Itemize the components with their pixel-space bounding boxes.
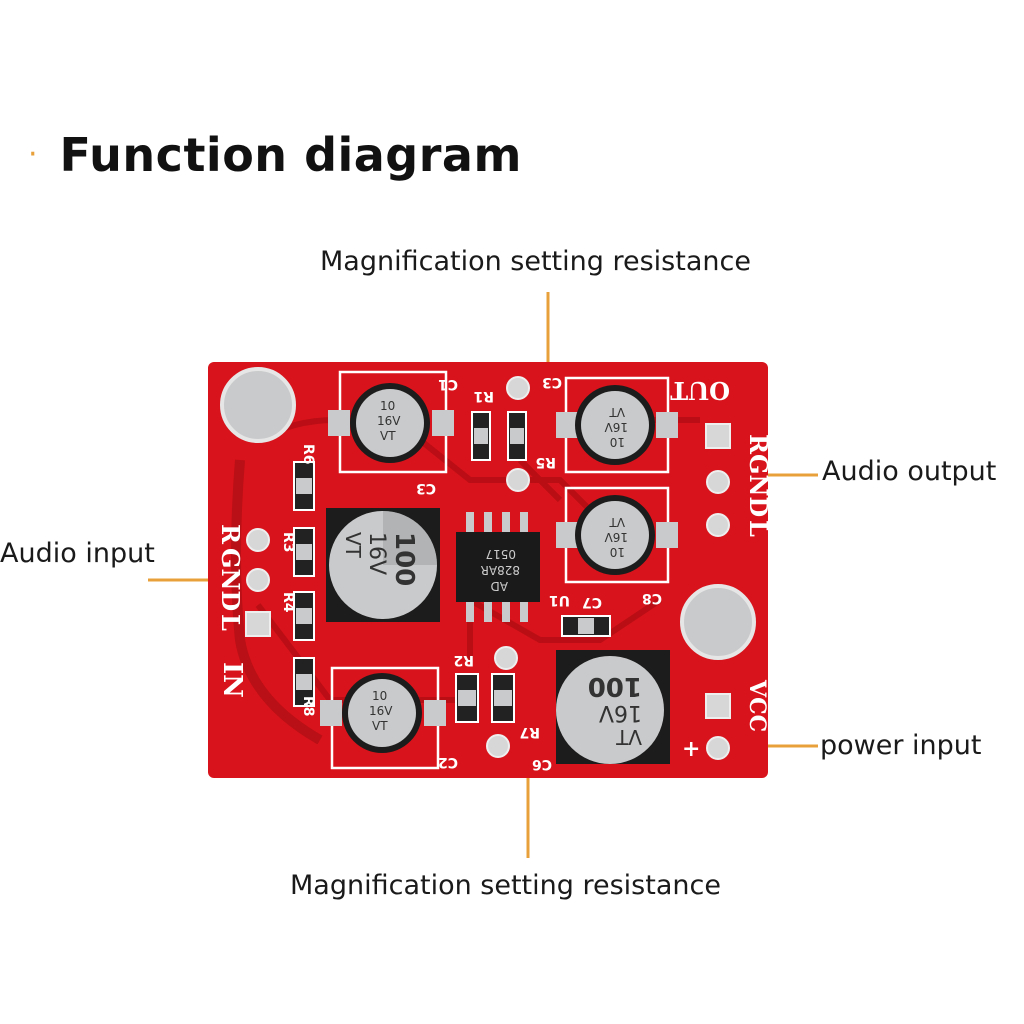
c5-series: VT [615, 725, 642, 749]
ref-r7: R7 [519, 724, 540, 740]
c8-value: 10 [610, 545, 625, 559]
label-in: IN [217, 662, 247, 698]
ic-line1: AD [491, 579, 508, 593]
label-out-l: L [744, 520, 773, 537]
capacitor-c8: 10 16V VT [556, 495, 678, 575]
smd-resistors [293, 411, 611, 723]
mounting-hole-right [680, 584, 756, 660]
ref-r4: R4 [280, 592, 296, 613]
label-in-gnd: GND [216, 548, 245, 611]
c5-value: 100 [588, 671, 642, 701]
ref-r8: R8 [300, 696, 316, 717]
label-plus: + [682, 736, 700, 762]
capacitor-c1: 10 16V VT [328, 383, 454, 463]
c3-voltage: 16V [604, 420, 628, 434]
c4-value: 100 [389, 532, 419, 586]
ref-r6: R6 [300, 444, 316, 465]
label-vcc: VCC [744, 679, 770, 732]
c4-voltage: 16V [364, 532, 389, 575]
c1-series: VT [380, 429, 396, 443]
ic-u1: AD 828AR 0517 [456, 512, 540, 622]
ic-line2: 828AR [481, 563, 520, 577]
ref-r3: R3 [280, 532, 296, 553]
mounting-hole-top-left [220, 367, 296, 443]
label-out: OUT [670, 376, 730, 405]
heading-bullet: · [28, 137, 38, 172]
c4-series: VT [341, 532, 365, 559]
c5-voltage: 16V [599, 700, 642, 725]
ref-c3b: C3 [416, 480, 436, 496]
ref-r2: R2 [453, 652, 474, 668]
ref-c2: C2 [438, 754, 458, 770]
ic-line3: 0517 [485, 547, 516, 561]
c8-voltage: 16V [604, 530, 628, 544]
capacitor-c2: 10 16V VT [320, 673, 446, 753]
c2-value: 10 [372, 689, 387, 703]
c3-value: 10 [610, 435, 625, 449]
label-out-r: R [744, 434, 773, 455]
pads [245, 376, 731, 760]
c1-voltage: 16V [377, 414, 401, 428]
ref-c7: C7 [582, 594, 602, 610]
c1-value: 10 [380, 399, 395, 413]
label-out-gnd: GND [744, 454, 773, 517]
c2-voltage: 16V [369, 704, 393, 718]
ref-c1: C1 [438, 376, 458, 392]
capacitor-c5: VT 16V 100 [556, 650, 670, 764]
ref-c8: C8 [642, 590, 662, 606]
c3-series: VT [609, 405, 625, 419]
ref-r5: R5 [535, 454, 556, 470]
label-in-l: L [216, 614, 245, 631]
callout-top-resistance: Magnification setting resistance [320, 246, 751, 277]
ref-c3: C3 [542, 374, 562, 390]
label-in-r: R [216, 524, 245, 545]
callout-audio-input: Audio input [0, 538, 155, 569]
callout-power-input: power input [820, 730, 982, 761]
page-title: Function diagram [59, 128, 522, 182]
ref-r1: R1 [473, 388, 494, 404]
capacitor-c4: 100 16V VT [326, 508, 440, 622]
c2-series: VT [372, 719, 388, 733]
ref-u1: U1 [549, 592, 570, 608]
callout-bottom-resistance: Magnification setting resistance [290, 870, 721, 901]
heading: · Function diagram [28, 128, 522, 182]
callout-audio-output: Audio output [822, 456, 997, 487]
capacitor-c3: 10 16V VT [556, 385, 678, 465]
c8-series: VT [609, 515, 625, 529]
ref-c6: C6 [532, 756, 552, 772]
